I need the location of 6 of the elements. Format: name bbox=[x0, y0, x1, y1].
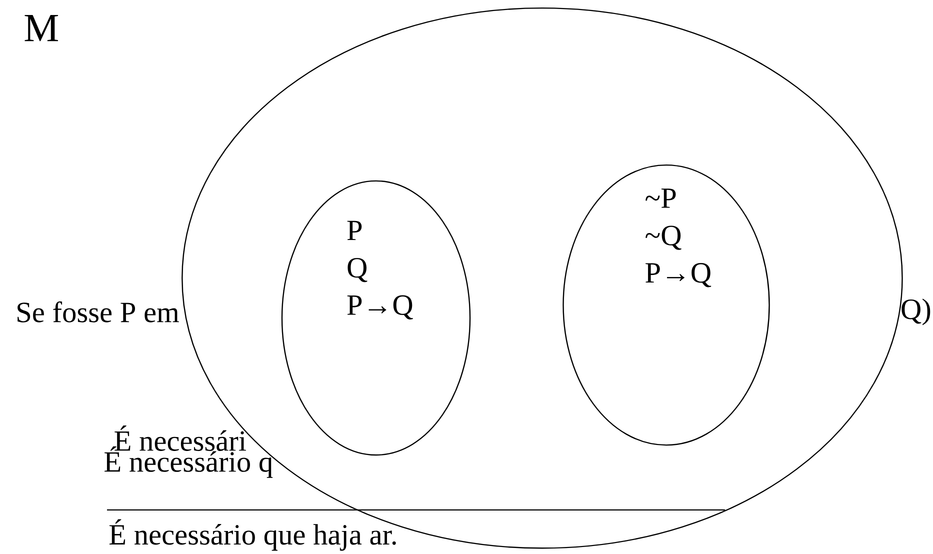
text-fragment: Q) bbox=[902, 298, 930, 326]
text-fragment: Se fosse P em bbox=[18, 301, 179, 322]
formula-list: ~P ~Q P→Q bbox=[646, 188, 712, 288]
formula-list: P Q P→Q bbox=[347, 220, 413, 320]
set-label: M bbox=[24, 15, 58, 42]
text-fragment: É necessário que haja ar. bbox=[109, 519, 396, 551]
